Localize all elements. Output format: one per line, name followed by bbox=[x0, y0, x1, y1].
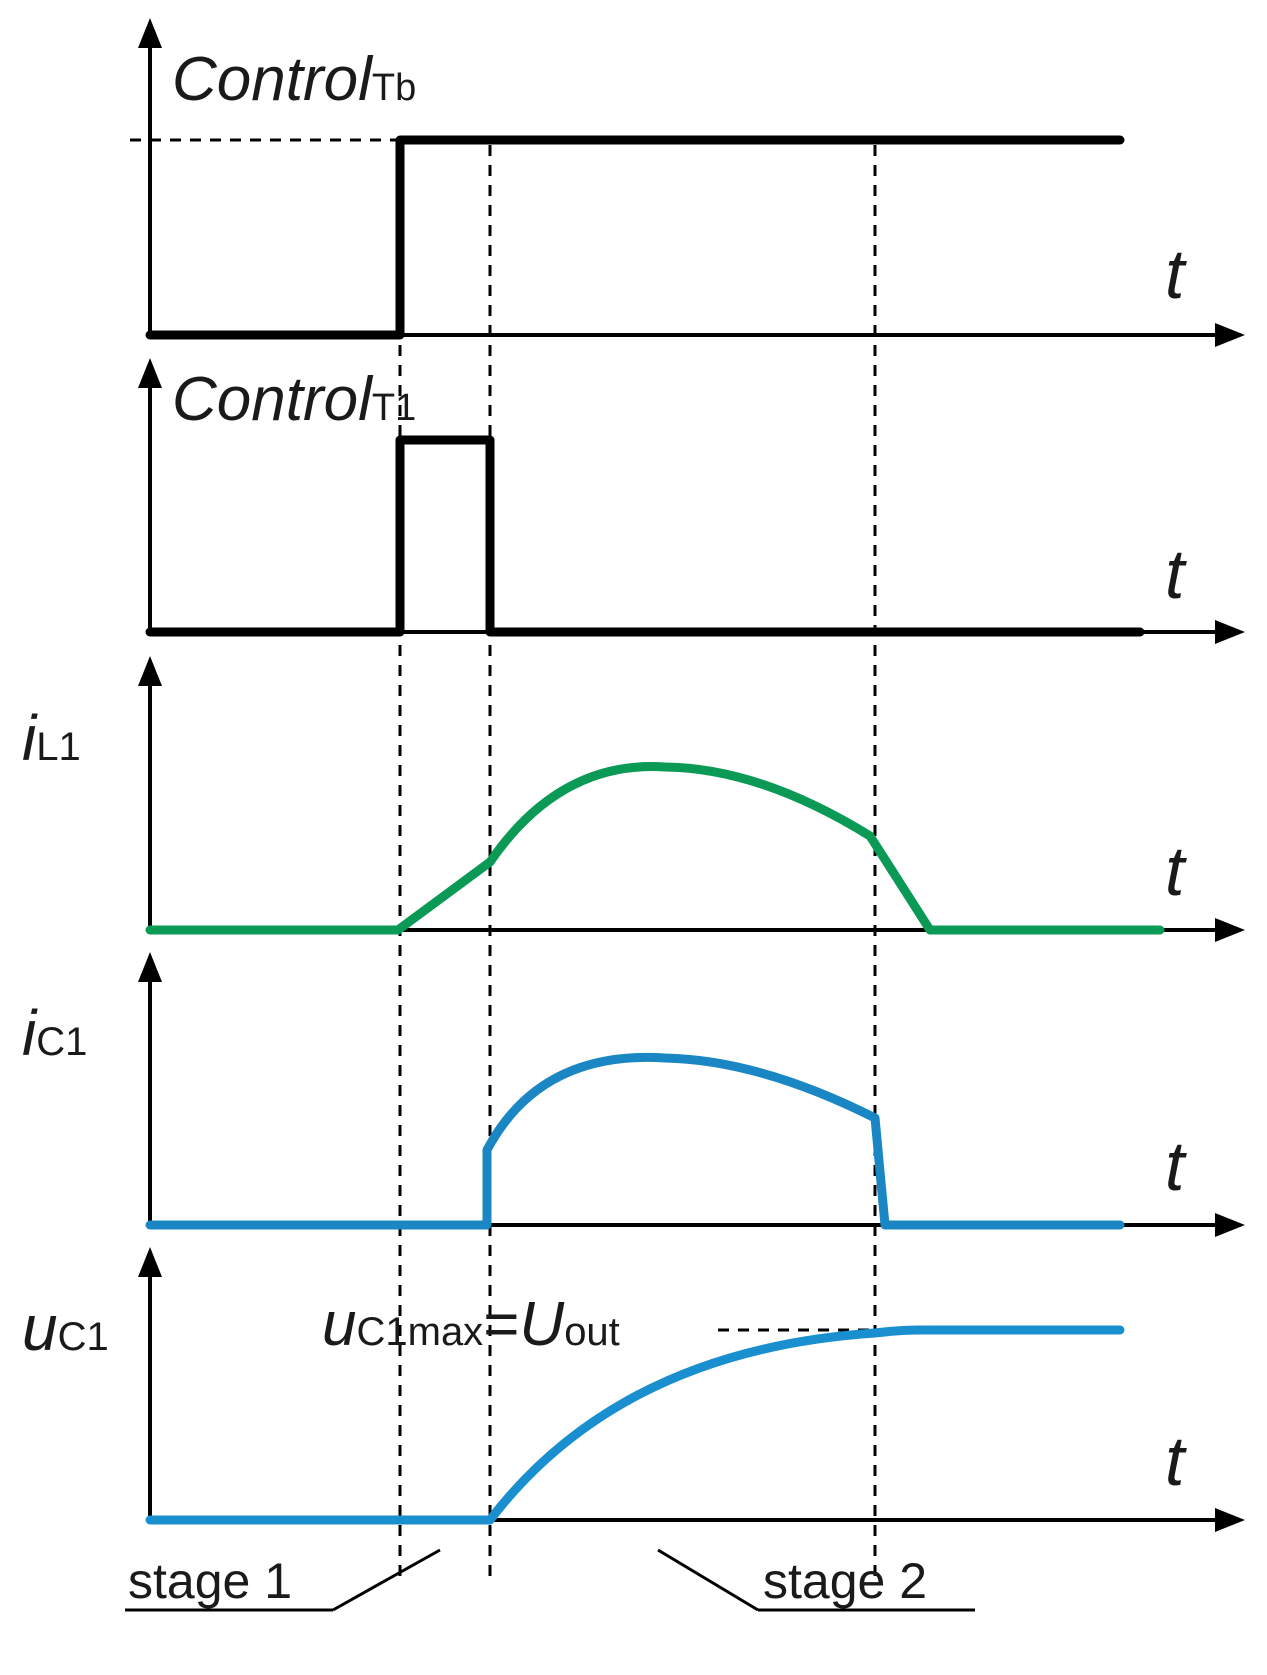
x-axis-arrow bbox=[1215, 918, 1245, 942]
stage-2-label: stage 2 bbox=[763, 1553, 927, 1609]
i-l1-curve bbox=[145, 762, 1165, 935]
x-axis-arrow bbox=[1215, 323, 1245, 347]
stage-1-leader bbox=[332, 1548, 441, 1612]
x-axis-arrow bbox=[1215, 620, 1245, 644]
panel-control-t1: ControlT1 t bbox=[138, 358, 1245, 644]
stage-2-callout: stage 2 bbox=[657, 1548, 975, 1612]
y-axis-arrow bbox=[138, 1247, 162, 1277]
time-axis-label: t bbox=[1165, 535, 1187, 613]
stage-2-leader bbox=[657, 1548, 759, 1612]
time-axis-label: t bbox=[1165, 1422, 1187, 1500]
control-tb-label: ControlTb bbox=[172, 45, 416, 114]
y-axis-arrow bbox=[138, 18, 162, 48]
y-axis-arrow bbox=[138, 358, 162, 388]
time-axis-label: t bbox=[1165, 832, 1187, 910]
panel-control-tb: ControlTb t bbox=[130, 18, 1245, 347]
i-c1-curve bbox=[145, 1052, 1125, 1230]
y-axis-arrow bbox=[138, 656, 162, 686]
time-axis-label: t bbox=[1165, 235, 1187, 313]
panel-i-l1: iL1 t bbox=[22, 656, 1245, 942]
x-axis-arrow bbox=[1215, 1508, 1245, 1532]
u-c1-label: uC1 bbox=[22, 1292, 109, 1364]
i-c1-label: iC1 bbox=[22, 997, 87, 1069]
panel-i-c1: iC1 t bbox=[22, 952, 1245, 1237]
stage-1-callout: stage 1 bbox=[125, 1548, 441, 1612]
control-tb-signal bbox=[145, 135, 1125, 340]
u-c1-max-annotation: uC1max=Uout bbox=[322, 1290, 620, 1359]
control-t1-signal bbox=[145, 435, 1145, 637]
x-axis-arrow bbox=[1215, 1213, 1245, 1237]
control-t1-label: ControlT1 bbox=[172, 365, 416, 434]
i-l1-label: iL1 bbox=[22, 702, 81, 774]
y-axis-arrow bbox=[138, 952, 162, 982]
stage-1-label: stage 1 bbox=[128, 1553, 292, 1609]
panel-u-c1: uC1 t uC1max=Uout bbox=[22, 1247, 1245, 1532]
u-c1-curve bbox=[145, 1325, 1125, 1525]
time-axis-label: t bbox=[1165, 1127, 1187, 1205]
